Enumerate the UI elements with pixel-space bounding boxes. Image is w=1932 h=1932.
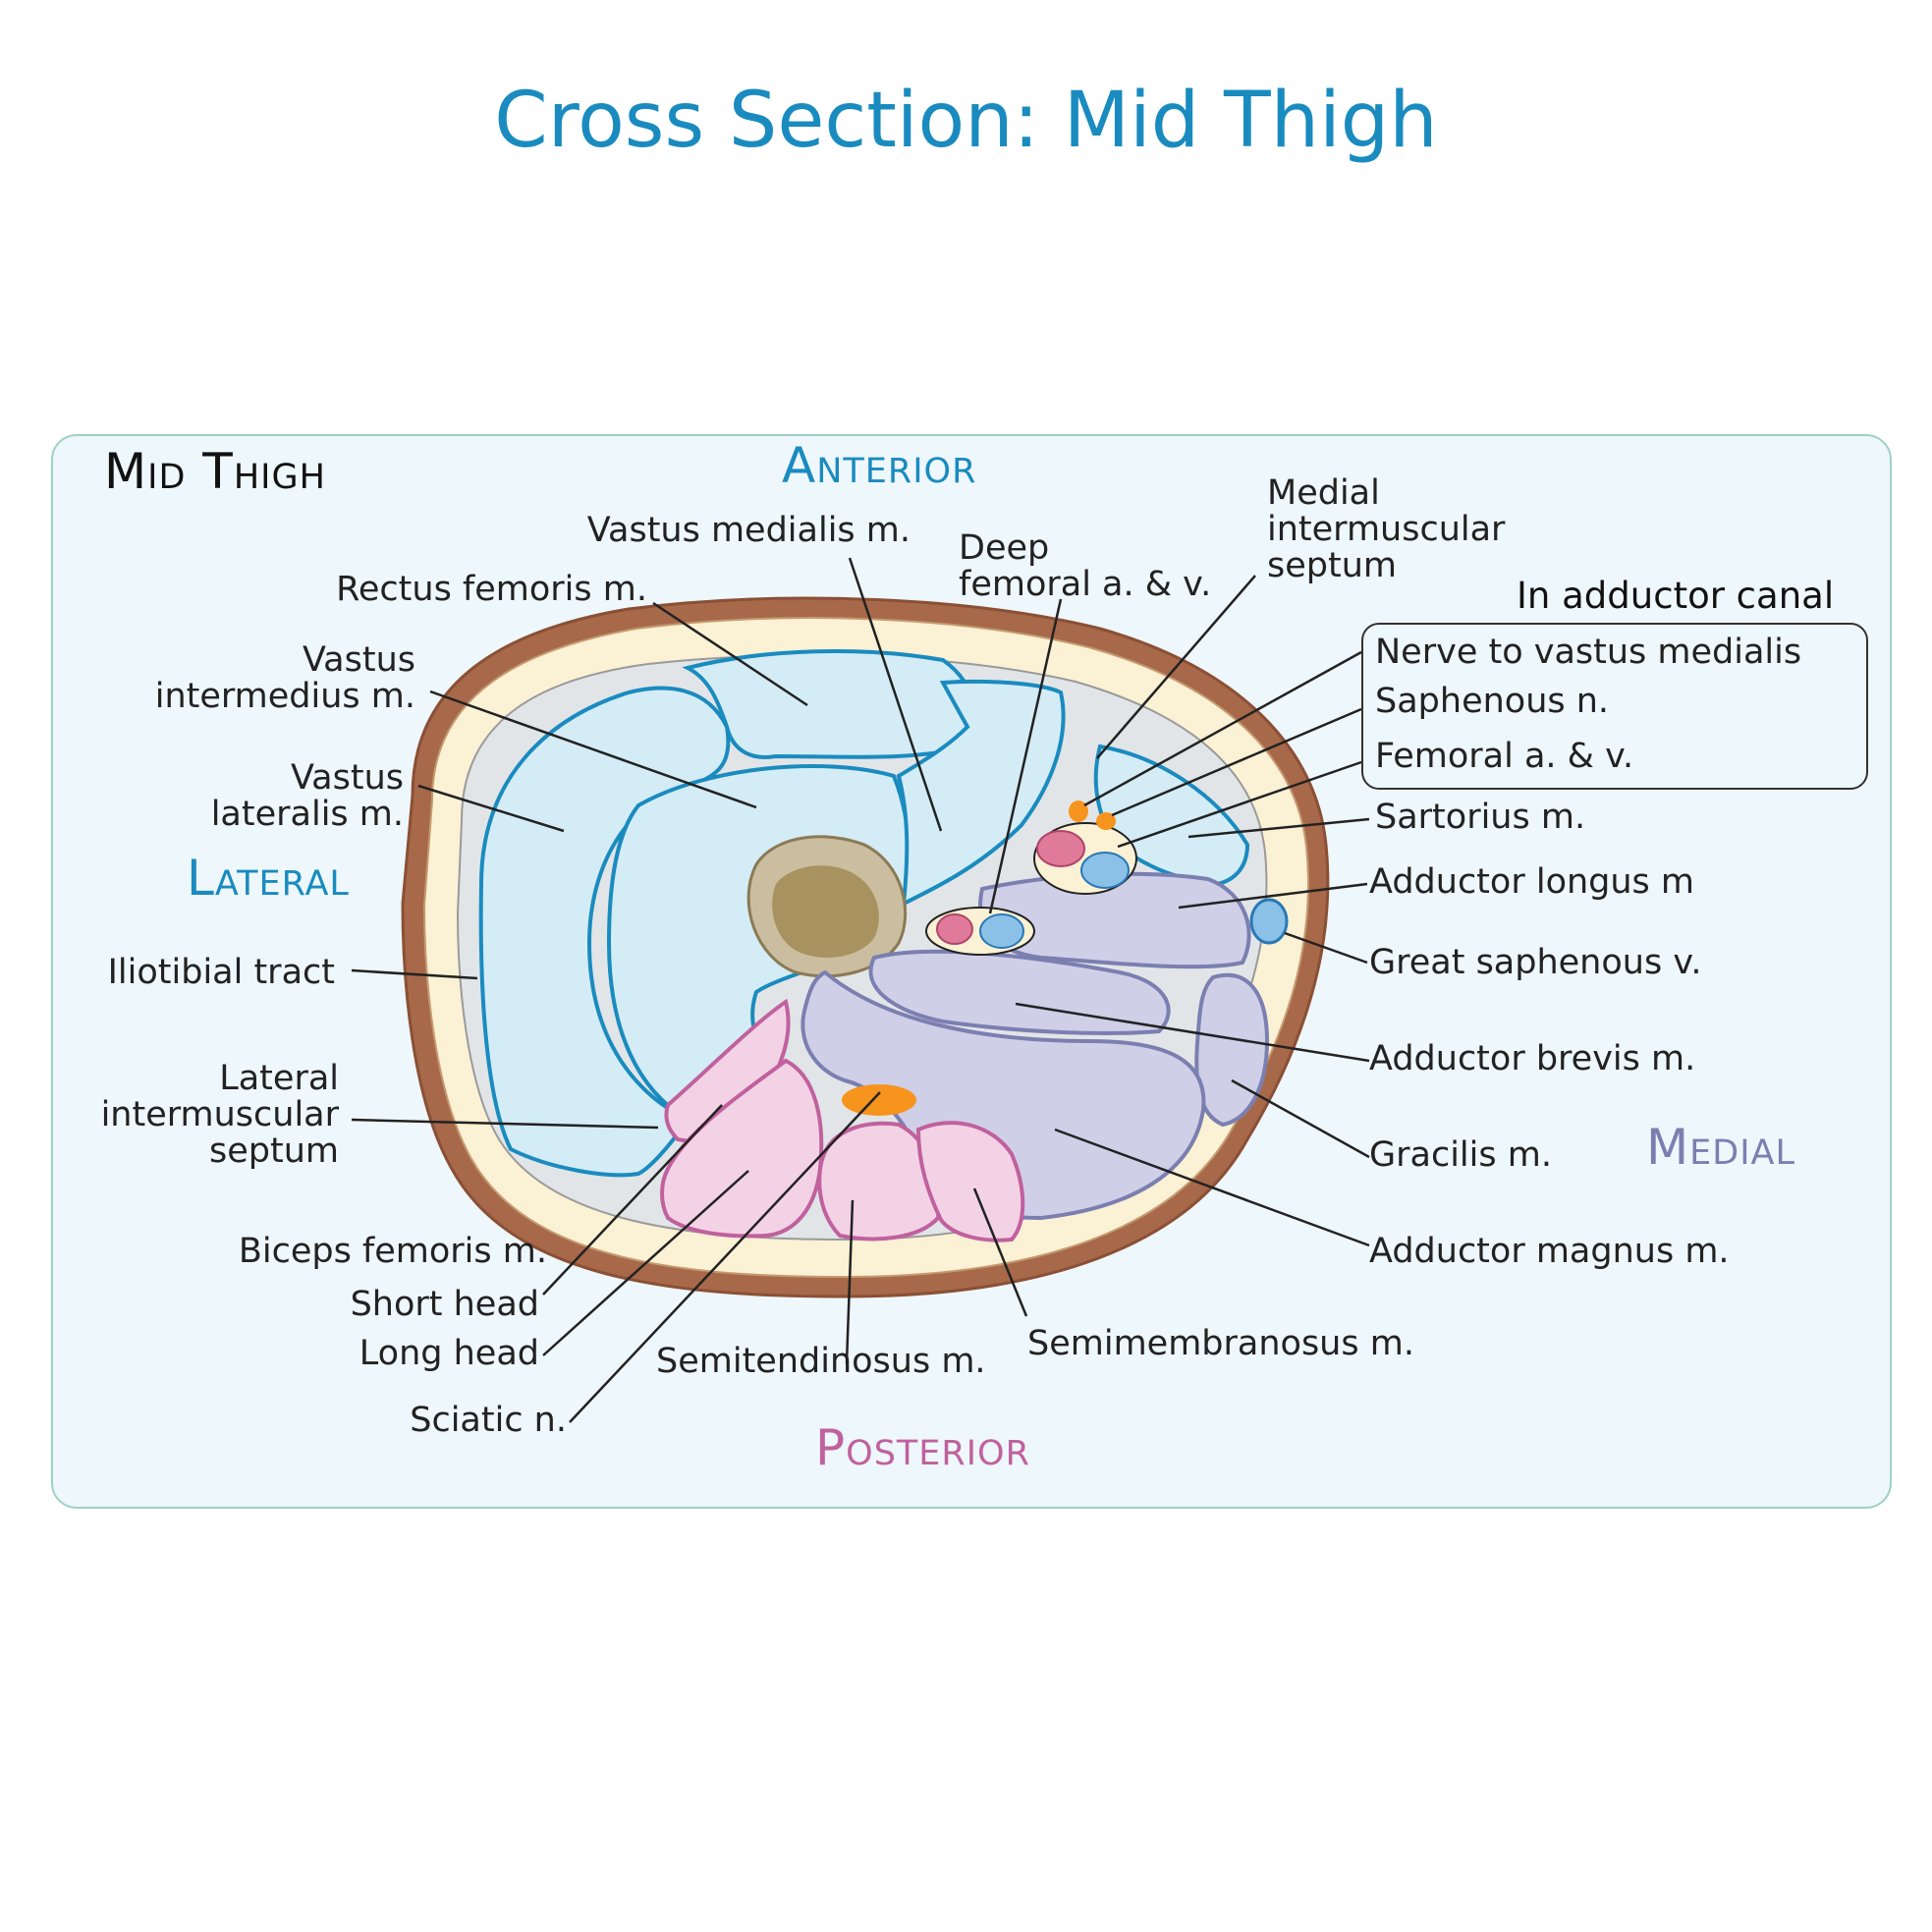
deep-femoral-artery (936, 913, 973, 945)
leader-lines (351, 557, 1370, 1423)
label-adductor-magnus: Adductor magnus m. (1369, 1232, 1730, 1271)
label-sciatic-nerve: Sciatic n. (410, 1401, 567, 1440)
adductor-canal-box (1361, 623, 1868, 790)
label-femoral-artery-vein: Femoral a. & v. (1375, 737, 1634, 776)
label-deep-femoral: Deep femoral a. & v. (959, 528, 1212, 604)
label-short-head: Short head (350, 1285, 539, 1324)
panel-label: Mid Thigh (104, 443, 326, 500)
label-semitendinosus: Semitendinosus m. (656, 1342, 986, 1381)
direction-lateral: Lateral (187, 850, 350, 907)
label-gracilis: Gracilis m. (1369, 1135, 1552, 1175)
femoral-artery (1036, 830, 1085, 867)
biceps-long-head-shape (660, 1058, 824, 1239)
direction-anterior: Anterior (782, 437, 977, 494)
label-semimembranosus: Semimembranosus m. (1027, 1324, 1414, 1363)
adductor-brevis-shape (868, 949, 1171, 1035)
label-medial-septum: Medial intermuscular septum (1267, 473, 1506, 585)
label-vastus-lateralis: Vastus lateralis m. (210, 758, 404, 834)
label-iliotibial-tract: Iliotibial tract (107, 953, 335, 992)
vastus-lateralis-shape (478, 686, 731, 1178)
sciatic-nerve-shape (842, 1084, 916, 1116)
femoral-vein (1080, 852, 1130, 889)
label-sartorius: Sartorius m. (1375, 798, 1586, 837)
label-great-saphenous-vein: Great saphenous v. (1369, 943, 1702, 982)
femur-marrow (772, 865, 879, 958)
label-adductor-brevis: Adductor brevis m. (1369, 1039, 1696, 1078)
saphenous-nerve (1096, 812, 1116, 830)
label-rectus-femoris: Rectus femoris m. (336, 570, 647, 609)
adductor-canal-heading: In adductor canal (1517, 575, 1835, 617)
vastus-medialis-shape (896, 679, 1066, 908)
direction-medial: Medial (1646, 1119, 1795, 1176)
nerve-to-vastus-medialis (1069, 800, 1088, 822)
gracilis-shape (1194, 972, 1270, 1128)
label-long-head: Long head (359, 1334, 539, 1373)
label-lateral-septum: Lateral intermuscular septum (100, 1059, 339, 1171)
adductor-magnus-shape (800, 969, 1206, 1221)
great-saphenous-vein (1249, 898, 1289, 945)
label-vastus-medialis: Vastus medialis m. (586, 511, 911, 550)
label-nerve-to-vastus-medialis: Nerve to vastus medialis (1375, 633, 1802, 672)
direction-posterior: Posterior (815, 1419, 1030, 1476)
deep-femoral-vein (979, 913, 1024, 949)
label-biceps-femoris: Biceps femoris m. (238, 1232, 547, 1271)
label-vastus-intermedius: Vastus intermedius m. (154, 640, 415, 716)
semimembranosus-shape (915, 1121, 1025, 1242)
label-saphenous-nerve: Saphenous n. (1375, 682, 1610, 721)
page-title: Cross Section: Mid Thigh (494, 77, 1438, 165)
label-adductor-longus: Adductor longus m (1369, 862, 1695, 902)
